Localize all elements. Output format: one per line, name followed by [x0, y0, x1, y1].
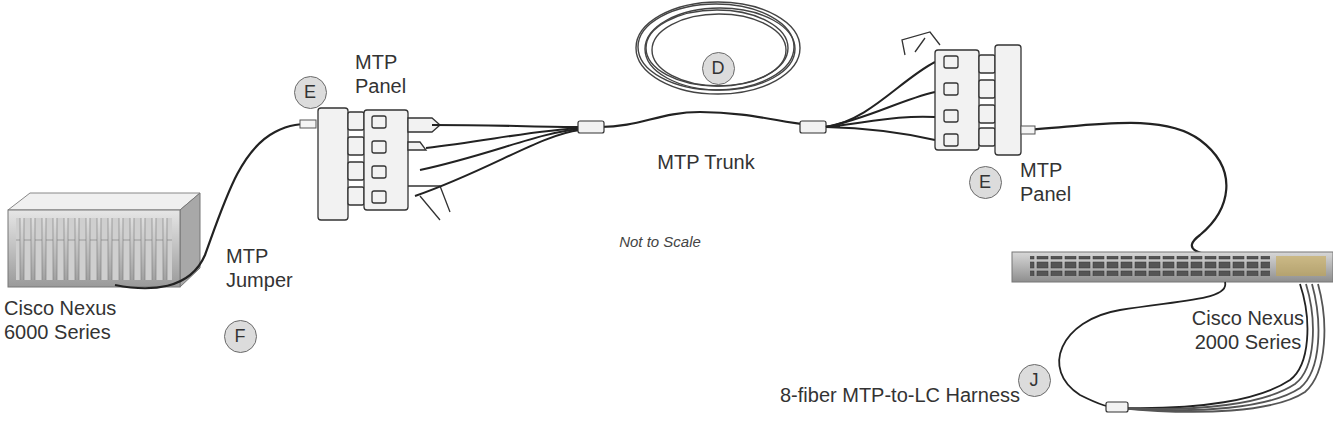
callout-letter: E [979, 172, 991, 193]
note: Not to Scale [580, 230, 740, 254]
trunk-connectors [578, 121, 826, 133]
device-label: Cisco Nexus 2000 Series [1168, 306, 1328, 354]
callout-circle: D [702, 52, 735, 85]
mtp-jumper-cable-right [1021, 123, 1226, 256]
part-label: MTP Panel [1020, 158, 1100, 206]
mtp-jumper-cable [115, 124, 316, 288]
jumper-connector [1021, 126, 1035, 134]
callout-circle: F [224, 320, 257, 353]
callout-circle: E [294, 76, 327, 109]
fan-out-fibers-right [826, 62, 935, 140]
device-label: Cisco Nexus 6000 Series [4, 296, 144, 344]
callout-letter: J [1030, 370, 1039, 391]
nexus-2000-switch [1012, 252, 1333, 282]
part-label: MTP Trunk [626, 150, 786, 174]
mtp-trunk-coil [636, 2, 800, 94]
harness-breakout [1106, 402, 1128, 412]
part-label: MTP Jumper [226, 244, 316, 292]
callout-circle: J [1018, 364, 1051, 397]
mtp-panel-left [318, 108, 450, 220]
mtp-panel-right [902, 32, 1021, 155]
fan-out-fibers-left [415, 125, 580, 196]
callout-letter: F [235, 326, 246, 347]
callout-letter: E [304, 82, 316, 103]
callout-letter: D [712, 58, 725, 79]
jumper-connector [300, 120, 316, 128]
part-label: MTP Panel [355, 50, 435, 98]
callout-circle: E [969, 166, 1002, 199]
nexus-6000-chassis [8, 193, 200, 287]
